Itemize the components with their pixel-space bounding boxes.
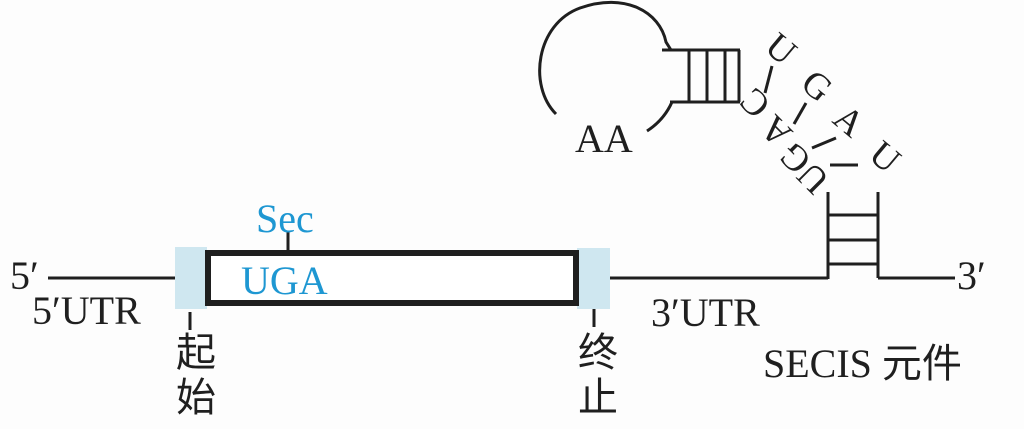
start-codon-label: 起始: [170, 331, 215, 421]
stop-codon-label: 终止: [572, 331, 617, 421]
apical-loop-arc: [538, 0, 673, 116]
five-utr-label: 5′UTR: [32, 288, 141, 333]
coding-region-box: [205, 250, 579, 306]
stop-codon-highlight: [577, 248, 610, 309]
sec-label: Sec: [256, 196, 314, 241]
apical-loop-stub: [646, 101, 674, 133]
start-codon-highlight: [175, 247, 207, 309]
apical-loop-aa-label: AA: [575, 116, 633, 161]
uga-codon-label: UGA: [241, 258, 328, 303]
base-pair-dash-1: [763, 65, 774, 94]
base-pair-dash-3: [811, 136, 837, 150]
three-prime-label: 3′: [957, 253, 986, 298]
five-prime-label: 5′: [10, 253, 39, 298]
three-utr-label: 3′UTR: [651, 290, 760, 335]
base-pair-dash-2: [792, 102, 808, 125]
secis-element-label: SECIS 元件: [763, 341, 962, 386]
